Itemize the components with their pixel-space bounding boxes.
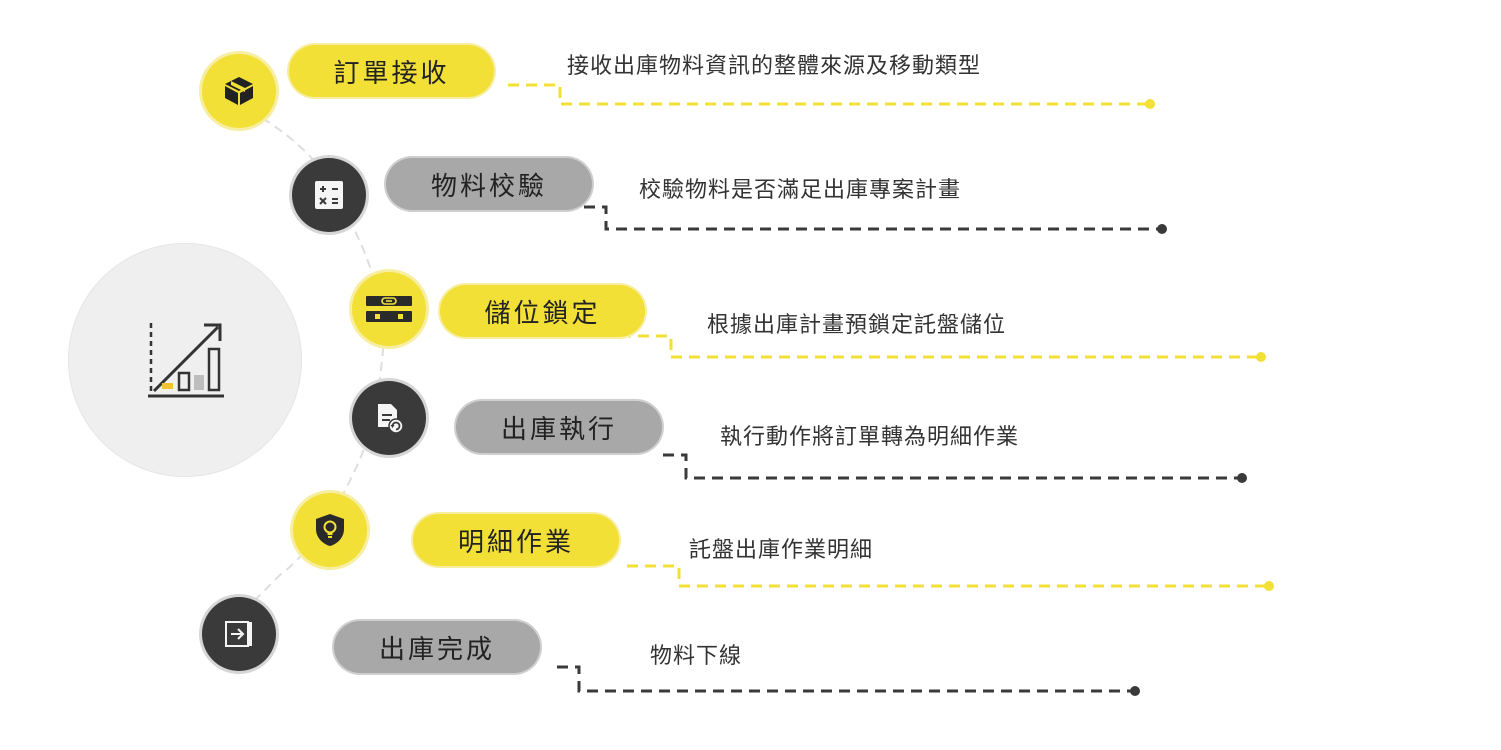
step-4-description: 執行動作將訂單轉為明細作業 <box>720 425 1020 450</box>
step-6-label: 出庫完成 <box>378 634 495 665</box>
step-1-leader-line <box>508 83 1150 106</box>
step-5-leader-line <box>627 564 1269 588</box>
step-3-icon-badge <box>352 272 426 346</box>
step-2-leader-dot <box>1157 224 1167 234</box>
step-1-label: 訂單接收 <box>333 58 450 89</box>
step-6-icon-badge <box>202 597 276 671</box>
step-1-pill: 訂單接收 <box>289 45 494 97</box>
step-2-icon-badge <box>292 158 366 232</box>
hub-circle <box>68 243 302 477</box>
step-5-label: 明細作業 <box>457 527 574 558</box>
package-icon <box>225 77 253 105</box>
step-6-description: 物料下線 <box>650 644 743 669</box>
step-5-pill: 明細作業 <box>413 514 619 566</box>
leader-lines <box>508 83 1274 696</box>
exit-box-icon <box>225 621 252 647</box>
step-2-description: 校驗物料是否滿足出庫專案計畫 <box>639 178 962 203</box>
step-6-leader-dot <box>1130 686 1140 696</box>
step-3-label: 儲位鎖定 <box>484 298 601 329</box>
step-4-leader-line <box>663 453 1242 480</box>
growth-chart-icon <box>148 323 224 398</box>
step-3-leader-dot <box>1256 352 1266 362</box>
step-4-pill: 出庫執行 <box>456 401 662 453</box>
step-3-description: 根據出庫計畫預鎖定託盤儲位 <box>707 313 1007 338</box>
step-1-leader-dot <box>1145 99 1155 109</box>
step-6-pill: 出庫完成 <box>334 621 540 673</box>
calculator-icon <box>315 181 343 209</box>
chain-link-icon <box>366 296 412 322</box>
step-3-leader-line <box>620 334 1261 359</box>
step-4-label: 出庫執行 <box>500 414 617 445</box>
step-2-pill: 物料校驗 <box>386 158 592 210</box>
shield-bulb-icon <box>316 514 344 546</box>
step-2-leader-line <box>584 205 1162 231</box>
step-4-leader-dot <box>1237 473 1247 483</box>
step-5-leader-dot <box>1264 581 1274 591</box>
step-5-icon-badge <box>293 493 367 567</box>
step-1-icon-badge <box>202 54 276 128</box>
step-6-leader-line <box>557 665 1135 693</box>
step-2-label: 物料校驗 <box>430 171 547 202</box>
step-4-icon-badge <box>352 381 426 455</box>
step-5-description: 託盤出庫作業明細 <box>689 538 874 563</box>
step-3-pill: 儲位鎖定 <box>440 285 645 337</box>
document-refresh-icon <box>378 404 404 434</box>
step-1-description: 接收出庫物料資訊的整體來源及移動類型 <box>567 54 982 79</box>
